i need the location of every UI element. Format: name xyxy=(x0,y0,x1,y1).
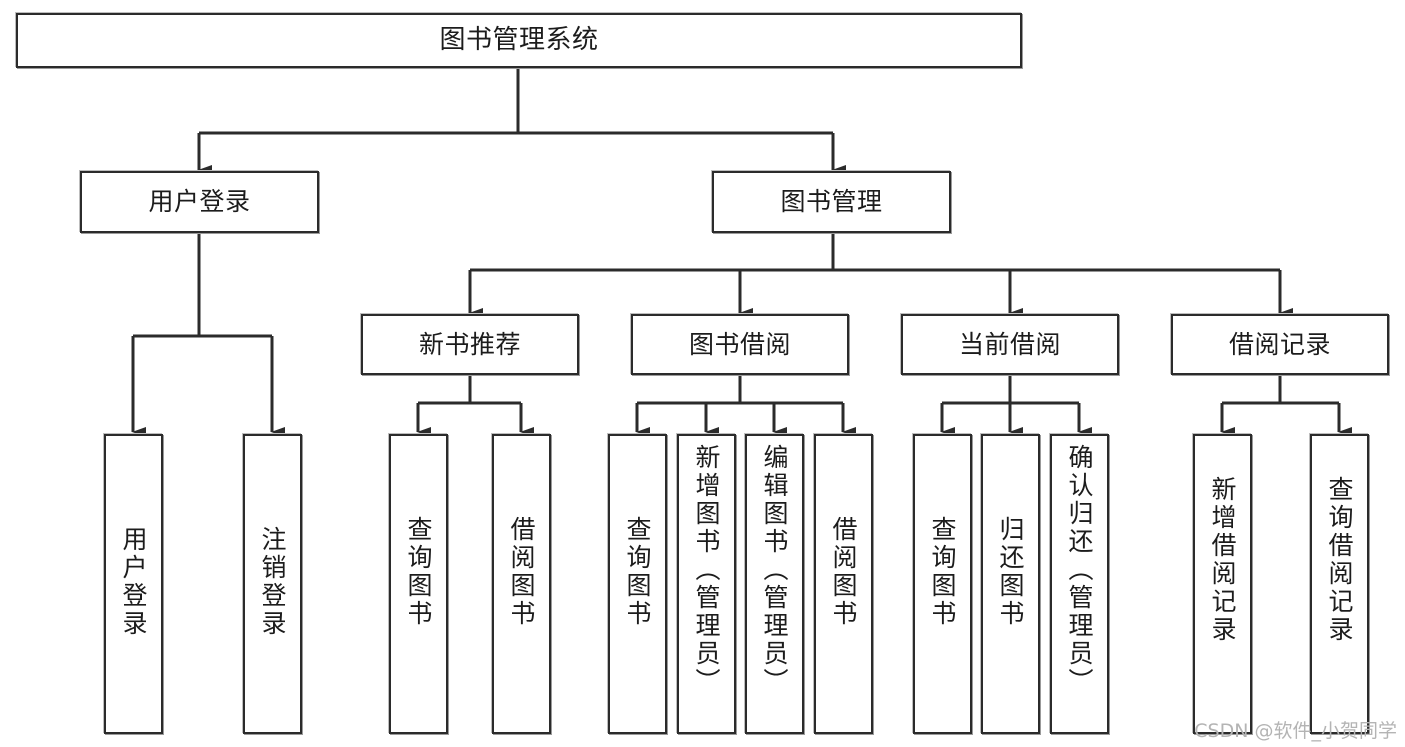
node-book-borrow-label: 图书借阅 xyxy=(688,329,791,359)
node-leaf-return-book-label: 归还图书 xyxy=(996,516,1025,628)
node-leaf-query-book-1-label: 查询图书 xyxy=(404,516,433,628)
node-leaf-add-book[interactable]: 新增图书（管理员） xyxy=(677,434,736,734)
node-leaf-query-record-label: 查询借阅记录 xyxy=(1325,476,1354,644)
node-new-book-recommend-label: 新书推荐 xyxy=(418,329,521,359)
node-user-login[interactable]: 用户登录 xyxy=(80,171,319,233)
node-leaf-add-record-label: 新增借阅记录 xyxy=(1208,476,1237,644)
node-new-book-recommend[interactable]: 新书推荐 xyxy=(361,314,579,375)
watermark-text: CSDN @软件_小贺同学 xyxy=(1194,720,1397,742)
node-leaf-add-record[interactable]: 新增借阅记录 xyxy=(1193,434,1252,734)
node-borrow-record-label: 借阅记录 xyxy=(1228,329,1331,359)
node-leaf-query-book-2[interactable]: 查询图书 xyxy=(608,434,667,734)
node-leaf-confirm-return-label: 确认归还（管理员） xyxy=(1065,444,1094,696)
node-root[interactable]: 图书管理系统 xyxy=(16,13,1022,68)
node-leaf-borrow-book-2[interactable]: 借阅图书 xyxy=(814,434,873,734)
node-leaf-user-login-label: 用户登录 xyxy=(119,526,148,638)
node-leaf-add-book-label: 新增图书（管理员） xyxy=(692,444,721,696)
node-leaf-logout-login[interactable]: 注销登录 xyxy=(243,434,302,734)
node-leaf-confirm-return[interactable]: 确认归还（管理员） xyxy=(1050,434,1109,734)
node-leaf-borrow-book-1-label: 借阅图书 xyxy=(507,516,536,628)
node-leaf-edit-book-label: 编辑图书（管理员） xyxy=(760,444,789,696)
node-leaf-query-book-3[interactable]: 查询图书 xyxy=(913,434,972,734)
node-root-label: 图书管理系统 xyxy=(439,25,599,56)
node-leaf-edit-book[interactable]: 编辑图书（管理员） xyxy=(745,434,804,734)
node-borrow-record[interactable]: 借阅记录 xyxy=(1171,314,1389,375)
node-leaf-return-book[interactable]: 归还图书 xyxy=(981,434,1040,734)
node-leaf-borrow-book-2-label: 借阅图书 xyxy=(829,516,858,628)
node-current-borrow-label: 当前借阅 xyxy=(958,329,1061,359)
node-leaf-borrow-book-1[interactable]: 借阅图书 xyxy=(492,434,551,734)
node-leaf-user-login[interactable]: 用户登录 xyxy=(104,434,163,734)
node-book-manage[interactable]: 图书管理 xyxy=(712,171,951,233)
node-leaf-logout-login-label: 注销登录 xyxy=(258,526,287,638)
node-current-borrow[interactable]: 当前借阅 xyxy=(901,314,1119,375)
node-leaf-query-book-3-label: 查询图书 xyxy=(928,516,957,628)
node-user-login-label: 用户登录 xyxy=(148,187,251,217)
node-leaf-query-book-1[interactable]: 查询图书 xyxy=(389,434,448,734)
node-leaf-query-book-2-label: 查询图书 xyxy=(623,516,652,628)
node-book-borrow[interactable]: 图书借阅 xyxy=(631,314,849,375)
node-book-manage-label: 图书管理 xyxy=(780,187,883,217)
node-leaf-query-record[interactable]: 查询借阅记录 xyxy=(1310,434,1369,734)
